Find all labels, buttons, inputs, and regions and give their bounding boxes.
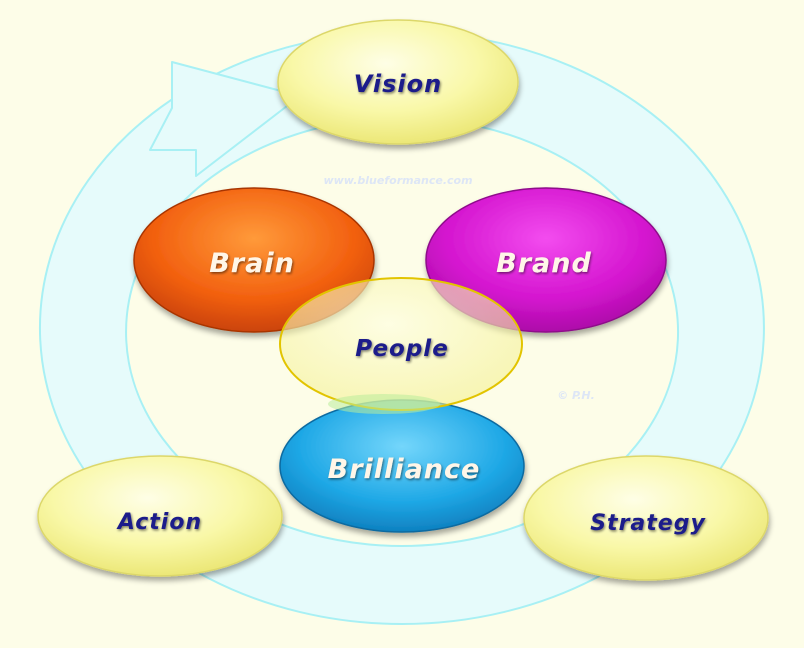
node-action-label: Action bbox=[116, 510, 202, 535]
node-brain-shape bbox=[133, 187, 375, 333]
node-vision-shape bbox=[277, 19, 519, 145]
node-action-shape bbox=[37, 455, 283, 577]
watermark-text: www.blueformance.com bbox=[323, 174, 472, 187]
node-strategy-shape bbox=[523, 455, 769, 581]
node-people-overlap-highlight bbox=[328, 394, 440, 414]
node-vision bbox=[277, 19, 519, 145]
node-strategy-label: Strategy bbox=[590, 511, 706, 536]
node-brain-label: Brain bbox=[209, 248, 295, 279]
node-brain bbox=[133, 187, 375, 333]
copyright-text: © P.H. bbox=[557, 389, 595, 402]
node-vision-label: Vision bbox=[354, 70, 442, 98]
node-brand-label: Brand bbox=[496, 248, 592, 279]
node-people-label: People bbox=[355, 336, 449, 362]
node-action bbox=[37, 455, 283, 577]
node-people bbox=[279, 277, 523, 414]
node-strategy bbox=[523, 455, 769, 581]
node-brilliance-label: Brilliance bbox=[328, 454, 481, 485]
